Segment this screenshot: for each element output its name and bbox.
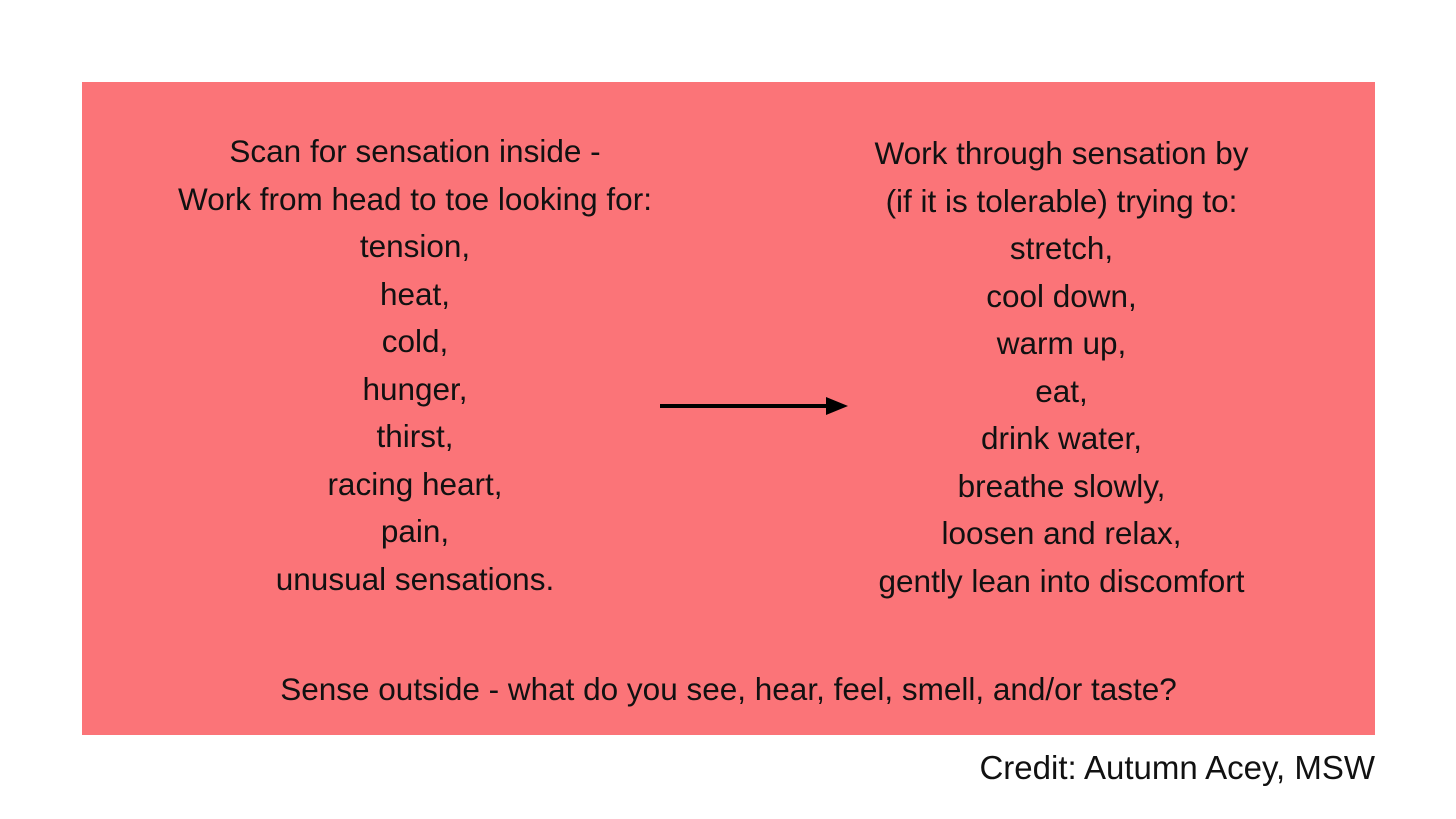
left-column-item: heat,	[379, 275, 451, 312]
bottom-sentence: Sense outside - what do you see, hear, f…	[280, 671, 1177, 707]
left-column-item: pain,	[380, 513, 450, 549]
right-column-heading-line-1: Work through sensation by	[874, 135, 1249, 171]
right-column-item: breathe slowly,	[957, 467, 1166, 504]
left-column-item: hunger,	[362, 370, 468, 407]
right-column-item: stretch,	[1009, 230, 1114, 266]
credit-line: Credit: Autumn Acey, MSW	[979, 749, 1375, 786]
right-column-item: warm up,	[996, 325, 1127, 361]
right-column-item: cool down,	[986, 277, 1137, 314]
left-column-item: thirst,	[376, 418, 454, 454]
right-column-item: eat,	[1035, 372, 1088, 409]
left-column-item: racing heart,	[327, 465, 503, 502]
left-column-heading-line-1: Scan for sensation inside -	[229, 133, 601, 169]
right-column-heading-line-2: (if it is tolerable) trying to:	[885, 182, 1238, 219]
left-column-item: cold,	[381, 323, 449, 359]
left-column-item: unusual sensations.	[275, 560, 555, 597]
left-column-heading-line-2: Work from head to toe looking for:	[178, 180, 652, 217]
right-column-item: drink water,	[980, 420, 1143, 456]
right-column: Work through sensation by (if it is tole…	[748, 82, 1375, 605]
left-column-item: tension,	[359, 228, 471, 264]
content-panel: Scan for sensation inside - Work from he…	[82, 82, 1375, 735]
right-column-item: gently lean into discomfort	[878, 562, 1245, 599]
left-column: Scan for sensation inside - Work from he…	[82, 82, 748, 603]
right-arrow-icon	[660, 397, 848, 415]
right-column-item: loosen and relax,	[941, 515, 1182, 551]
